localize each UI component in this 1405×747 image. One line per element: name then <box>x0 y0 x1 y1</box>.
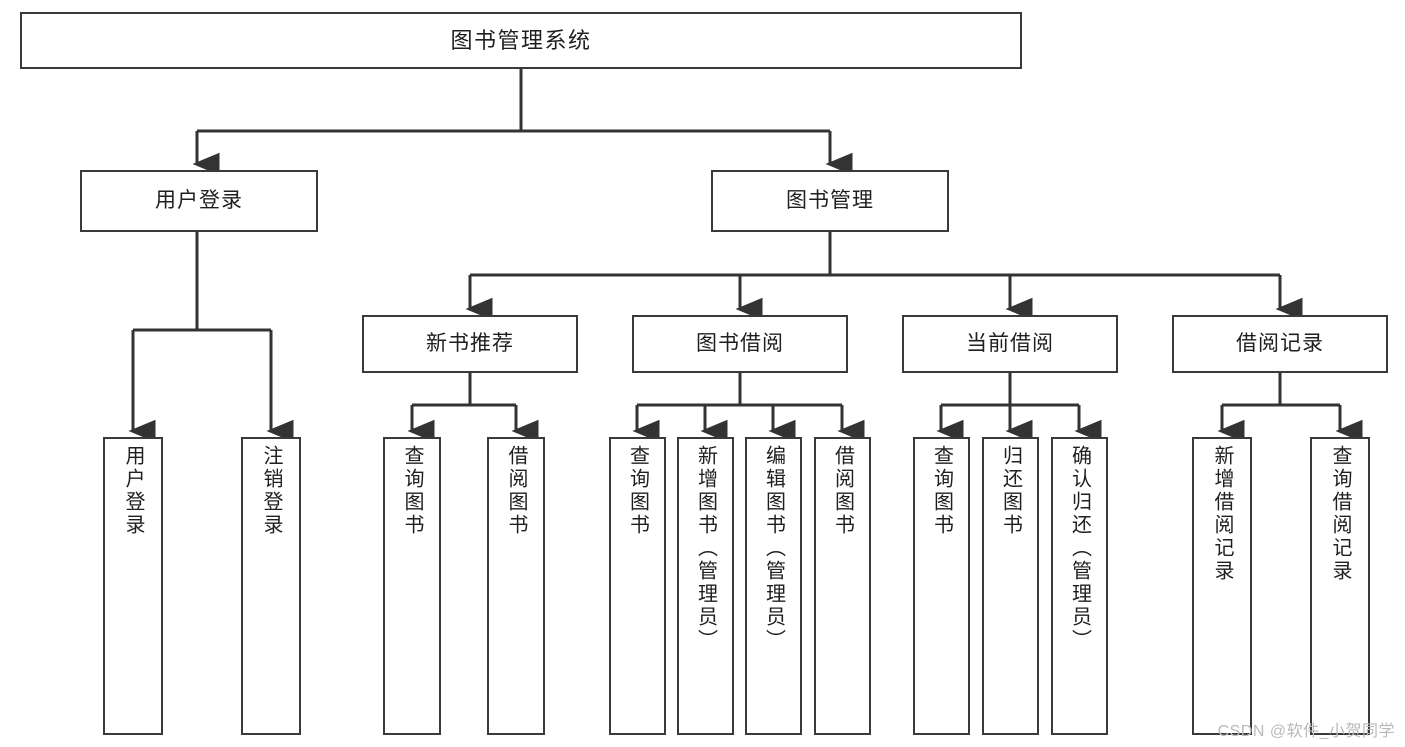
leaf-edit-book-admin[interactable]: 编辑图书（管理员） <box>745 437 802 735</box>
node-root-book-management-system[interactable]: 图书管理系统 <box>20 12 1022 69</box>
leaf-query-book-current[interactable]: 查询图书 <box>913 437 970 735</box>
leaf-add-book-admin[interactable]: 新增图书（管理员） <box>677 437 734 735</box>
node-label: 新增图书（管理员） <box>694 445 717 652</box>
node-label: 借阅图书 <box>505 445 527 537</box>
leaf-return-book[interactable]: 归还图书 <box>982 437 1039 735</box>
node-current-borrow[interactable]: 当前借阅 <box>902 315 1118 373</box>
csdn-watermark: CSDN @软件_小贺同学 <box>1217 723 1395 740</box>
node-label: 新增借阅记录 <box>1211 445 1233 583</box>
node-label: 确认归还（管理员） <box>1068 445 1091 652</box>
node-label: 查询借阅记录 <box>1329 445 1351 583</box>
leaf-query-borrow-record[interactable]: 查询借阅记录 <box>1310 437 1370 735</box>
node-label: 编辑图书（管理员） <box>762 445 785 652</box>
node-label: 当前借阅 <box>966 331 1054 355</box>
leaf-borrow-book-borrow[interactable]: 借阅图书 <box>814 437 871 735</box>
node-label: 图书管理系统 <box>450 27 592 53</box>
node-book-management[interactable]: 图书管理 <box>711 170 949 232</box>
node-label: 图书借阅 <box>696 331 784 355</box>
leaf-user-logout[interactable]: 注销登录 <box>241 437 301 735</box>
leaf-borrow-book-new-rec[interactable]: 借阅图书 <box>487 437 545 735</box>
node-label: 查询图书 <box>626 445 649 537</box>
node-label: 查询图书 <box>401 445 423 537</box>
leaf-query-book-borrow[interactable]: 查询图书 <box>609 437 666 735</box>
node-label: 查询图书 <box>930 445 953 537</box>
node-new-book-recommend[interactable]: 新书推荐 <box>362 315 578 373</box>
node-label: 图书管理 <box>786 188 874 212</box>
node-label: 归还图书 <box>999 445 1022 537</box>
node-borrow-record[interactable]: 借阅记录 <box>1172 315 1388 373</box>
node-label: 用户登录 <box>122 445 144 537</box>
node-label: 借阅图书 <box>831 445 854 537</box>
node-label: 注销登录 <box>260 445 282 537</box>
node-user-login[interactable]: 用户登录 <box>80 170 318 232</box>
node-label: 用户登录 <box>155 188 243 212</box>
leaf-add-borrow-record[interactable]: 新增借阅记录 <box>1192 437 1252 735</box>
leaf-query-book-new-rec[interactable]: 查询图书 <box>383 437 441 735</box>
leaf-user-login[interactable]: 用户登录 <box>103 437 163 735</box>
leaf-confirm-return-admin[interactable]: 确认归还（管理员） <box>1051 437 1108 735</box>
node-label: 借阅记录 <box>1236 331 1324 355</box>
node-label: 新书推荐 <box>426 331 514 355</box>
node-book-borrow[interactable]: 图书借阅 <box>632 315 848 373</box>
